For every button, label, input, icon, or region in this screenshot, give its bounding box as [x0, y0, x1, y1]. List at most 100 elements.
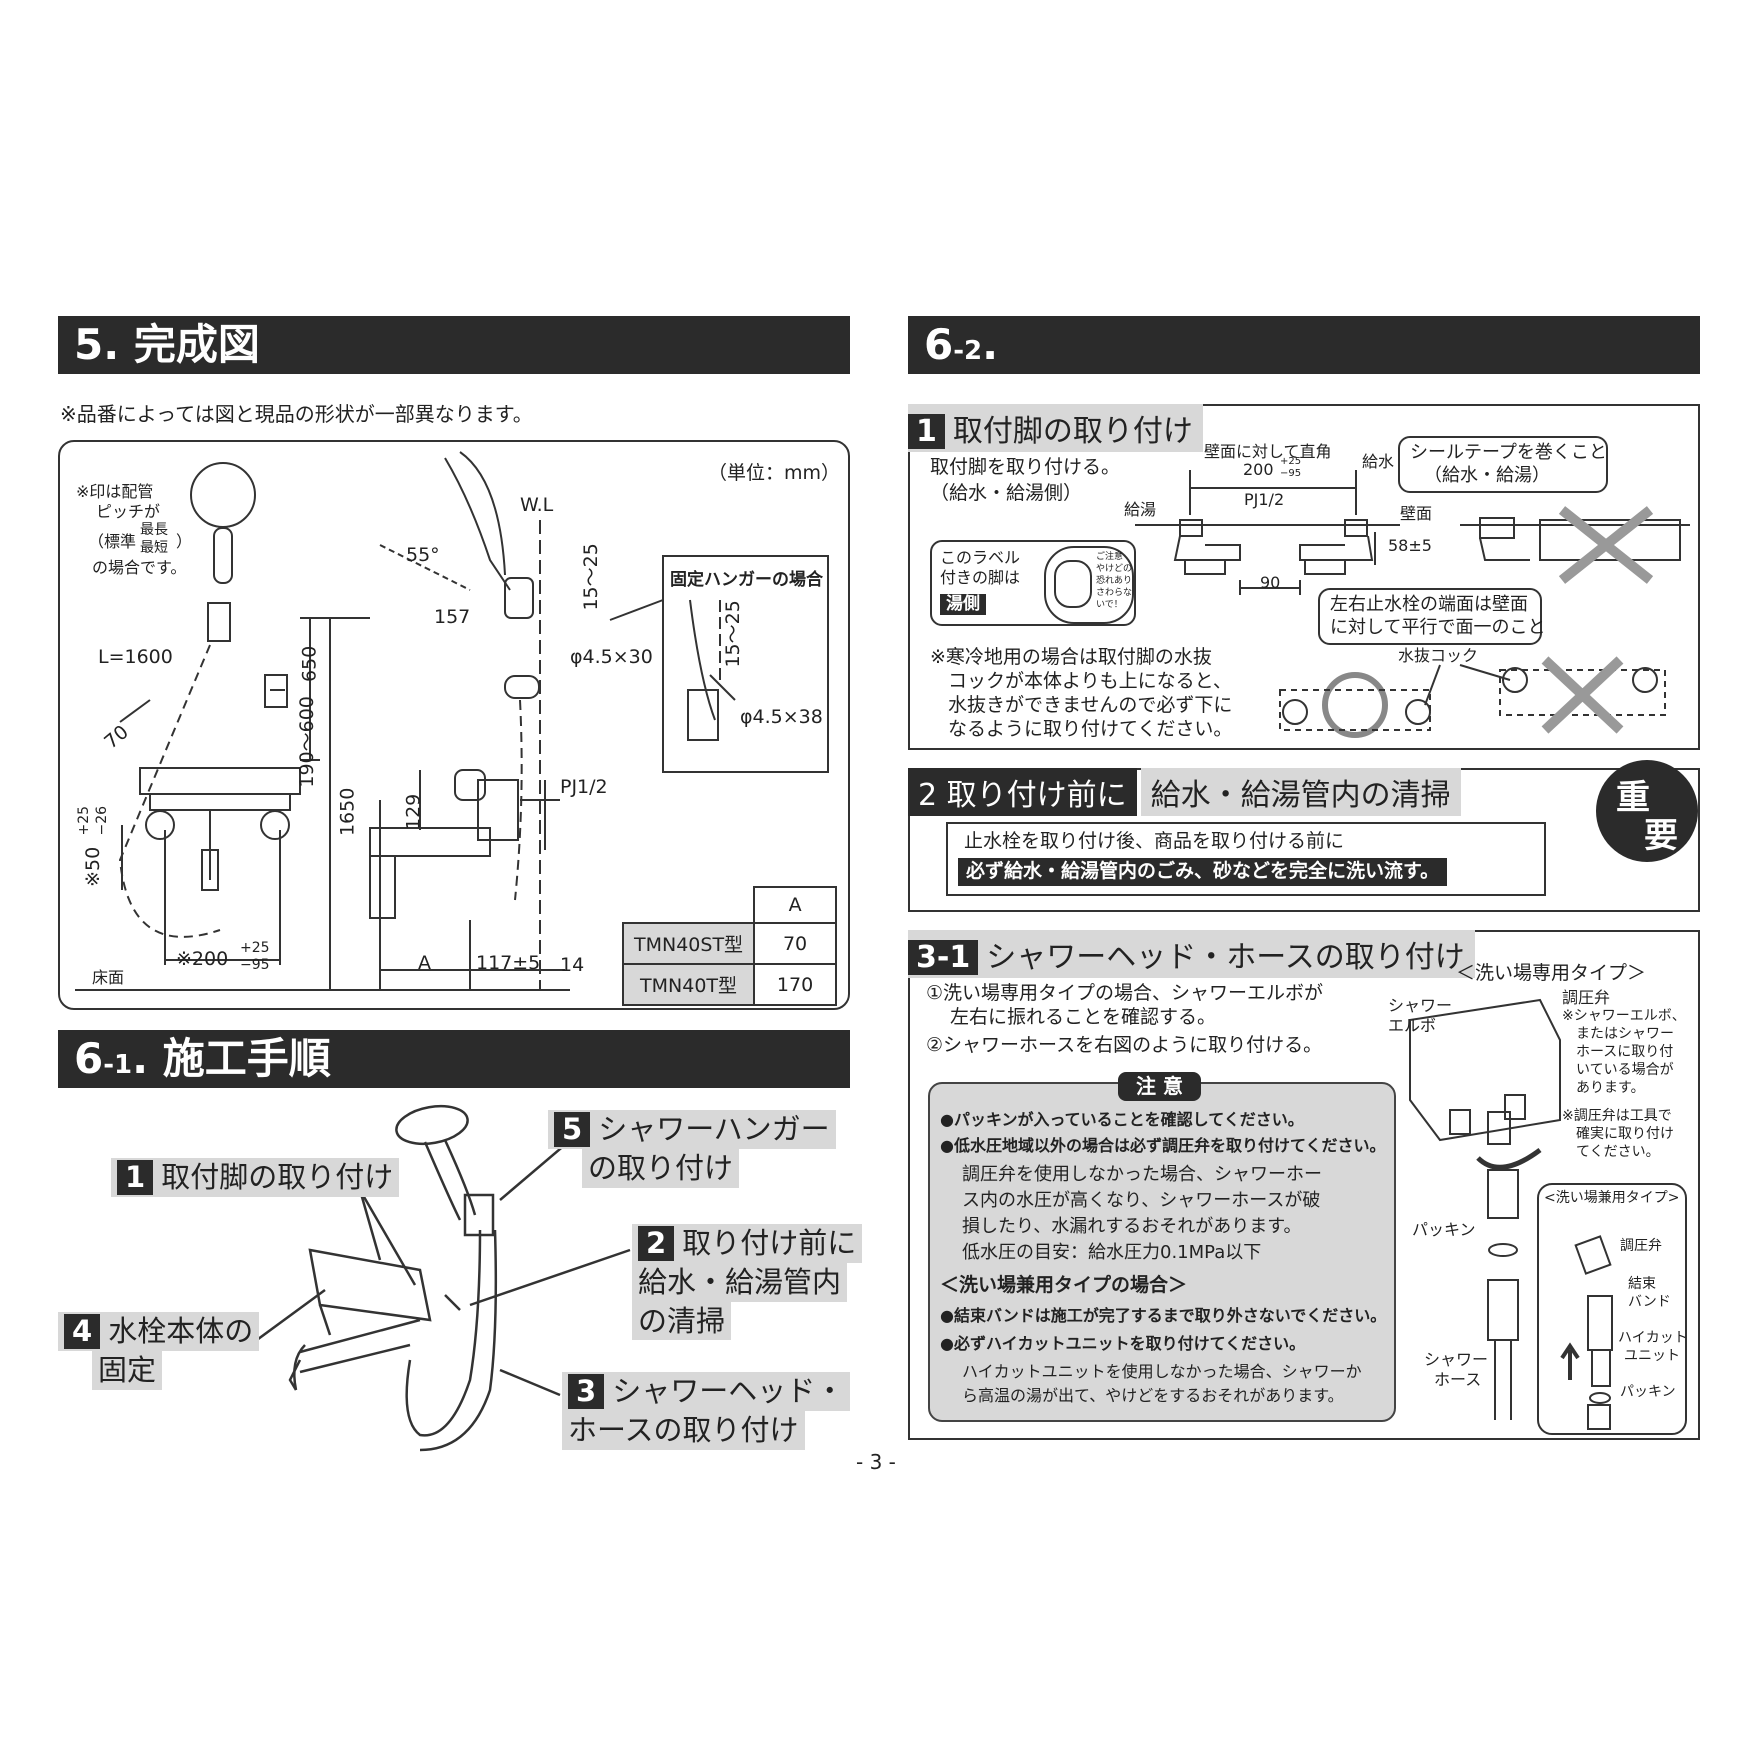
caution-label: ご注意 — [1096, 552, 1124, 562]
caution-title: 注 意 — [1118, 1072, 1201, 1101]
dim-14: 14 — [560, 954, 585, 976]
page-number: - 3 - — [856, 1450, 896, 1474]
angle-55: 55° — [406, 544, 440, 566]
dim-200: ※200 — [176, 948, 229, 970]
seal-tape-callout: シールテープを巻くこと （給水・給湯） — [1398, 436, 1608, 493]
dim-50-tol-plus: +25 — [76, 805, 93, 836]
screw-38: φ4.5×38 — [740, 706, 823, 728]
table-row: TMN40ST型 70 — [621, 922, 838, 965]
dim-15-25: 15～25 — [579, 543, 602, 611]
flush-callout: 左右止水栓の端面は壁面 に対して平行で面一のこと — [1318, 588, 1546, 645]
step3-item-1a: ①洗い場専用タイプの場合、シャワーエルボが — [926, 982, 1324, 1004]
seal-tape-2: （給水・給湯） — [1424, 464, 1550, 486]
shape-note: ※品番によっては図と現品の形状が一部異なります。 — [60, 402, 533, 426]
caution-line-4: いで！ — [1096, 600, 1123, 610]
caution-line-1: やけどの — [1096, 564, 1133, 574]
step3-item-2: ②シャワーホースを右図のように取り付ける。 — [926, 1034, 1323, 1056]
hose-label-1: シャワー — [1424, 1350, 1489, 1369]
section-6-2-header: 6-2. — [908, 316, 1700, 374]
step2-title-b: 給水・給湯管内の清掃 — [1140, 768, 1461, 816]
supply-water-label: 給水 — [1362, 452, 1395, 471]
pj-label: PJ1/2 — [560, 776, 608, 798]
flush-2: に対して平行で面一のこと — [1330, 616, 1546, 638]
important-badge: 重 要 — [1596, 760, 1698, 862]
step-label-3: の清掃 — [632, 1301, 732, 1341]
step-number: 5 — [554, 1112, 591, 1147]
dim-1650: 1650 — [336, 787, 359, 837]
dim-50: ※50 — [82, 846, 105, 887]
step-label-2: ホースの取り付け — [562, 1410, 805, 1450]
dim-a: A — [418, 952, 431, 974]
reg-note2-3: てください。 — [1576, 1144, 1660, 1160]
hose-length: L=1600 — [98, 646, 173, 668]
cold-note-1: ※寒冷地用の場合は取付脚の水抜 — [930, 646, 1212, 668]
dim-117: 117±5 — [476, 952, 541, 974]
reg-note2-1: ※調圧弁は工具で — [1562, 1108, 1672, 1124]
step-label: 取り付け前に — [682, 1226, 857, 1260]
dim-157: 157 — [434, 606, 471, 628]
model-table-header: A — [753, 886, 838, 924]
label-note-2: 付きの脚は — [940, 568, 1021, 587]
hicut-label-1: ハイカット — [1618, 1330, 1688, 1346]
pitch-note-min: 最短 — [140, 540, 168, 556]
reg-note-3: ホースに取り付 — [1576, 1044, 1674, 1060]
caution-2-detail-2: ス内の水圧が高くなり、シャワーホースが破 — [962, 1190, 1321, 1211]
step1-text-2: （給水・給湯側） — [930, 482, 1083, 504]
model-name: TMN40T型 — [621, 963, 756, 1006]
hose-label-2: ホース — [1434, 1370, 1482, 1389]
pitch-note-3a: （標準 — [88, 532, 137, 551]
elbow-label-1: シャワー — [1388, 996, 1453, 1015]
caution-2-detail-1: 調圧弁を使用しなかった場合、シャワーホー — [962, 1164, 1322, 1185]
step2-line-2: 必ず給水・給湯管内のごみ、砂などを完全に洗い流す。 — [958, 858, 1448, 886]
section-6-1-number: 6 — [74, 1034, 104, 1083]
floor-label: 床面 — [92, 968, 125, 987]
leg-dim-200-tol-minus: −95 — [1280, 468, 1302, 479]
section-5-number: 5. — [74, 320, 120, 369]
step-number: 4 — [64, 1314, 101, 1349]
label-note-1: このラベル — [940, 548, 1021, 567]
step-label-2: 給水・給湯管内 — [632, 1262, 848, 1302]
caution-2-detail-4: 低水圧の目安：給水圧力0.1MPa以下 — [962, 1242, 1262, 1263]
model-name: TMN40ST型 — [621, 922, 756, 965]
step2-title-a: 取り付け前に — [946, 778, 1127, 813]
caution-sticker: ご注意 やけどの 恐れあり さわらな いで！ — [1044, 546, 1134, 624]
supply-hot-label: 給湯 — [1124, 500, 1157, 519]
reg-note-5: あります。 — [1576, 1080, 1645, 1096]
table-row: TMN40T型 170 — [621, 963, 838, 1006]
dim-200-tol-minus: −95 — [240, 957, 270, 973]
section-6-1-title: . 施工手順 — [132, 1034, 331, 1083]
leg-pj-label: PJ1/2 — [1244, 490, 1285, 509]
important-badge-2: 要 — [1644, 816, 1678, 856]
section-5-title: 完成図 — [133, 320, 260, 369]
caution-4: ●必ずハイカットユニットを取り付けてください。 — [940, 1334, 1306, 1353]
step3-title-text: シャワーヘッド・ホースの取り付け — [986, 940, 1465, 975]
step1-title-text: 取付脚の取り付け — [952, 414, 1193, 449]
pitch-note-3b: ） — [176, 532, 193, 551]
reg-note2-2: 確実に取り付け — [1576, 1126, 1674, 1142]
pitch-note-1: ※印は配管 — [76, 482, 154, 501]
drain-cock-label: 水抜コック — [1398, 646, 1479, 665]
step-label: 水栓本体の — [108, 1314, 254, 1348]
important-badge-1: 重 — [1616, 778, 1650, 818]
packing-label: パッキン — [1412, 1220, 1476, 1239]
step3-item-1b: 左右に振れることを確認する。 — [950, 1006, 1217, 1028]
section-6-2-dot: . — [982, 320, 999, 369]
dim-90: 90 — [1260, 573, 1281, 592]
dim-50-tol-minus: −26 — [94, 805, 111, 836]
type-washing-label: ＜洗い場専用タイプ＞ — [1456, 962, 1647, 984]
section-6-1-header: 6-1. 施工手順 — [58, 1030, 850, 1088]
caution-4-detail-1: ハイカットユニットを使用しなかった場合、シャワーか — [962, 1362, 1362, 1381]
step-number: 2 — [638, 1226, 675, 1261]
seal-tape-1: シールテープを巻くこと — [1410, 442, 1607, 463]
dim-129: 129 — [402, 793, 425, 831]
dim-58: 58±5 — [1388, 536, 1432, 555]
step-label: 取付脚の取り付け — [161, 1160, 394, 1194]
step-label: シャワーハンガー — [598, 1112, 830, 1146]
caution-2: ●低水圧地域以外の場合は必ず調圧弁を取り付けてください。 — [940, 1136, 1386, 1155]
dim-190-600: 190～600 — [295, 696, 318, 788]
shared-packing-label: パッキン — [1620, 1384, 1676, 1400]
section-5-header: 5. 完成図 — [58, 316, 850, 374]
hot-side-badge: 湯側 — [940, 594, 986, 616]
